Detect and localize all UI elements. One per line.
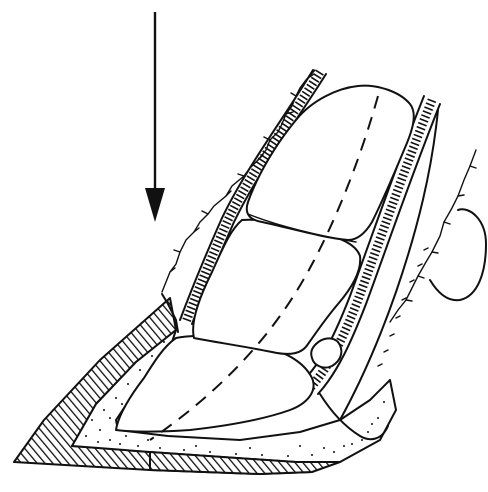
long-pastern-bone xyxy=(247,86,414,240)
navicular-bone xyxy=(311,338,341,367)
downward-arrow-icon xyxy=(145,12,165,222)
short-pastern-bone xyxy=(193,220,360,354)
ergot-outline xyxy=(430,209,486,300)
flexor-tendon-marks xyxy=(378,248,428,366)
